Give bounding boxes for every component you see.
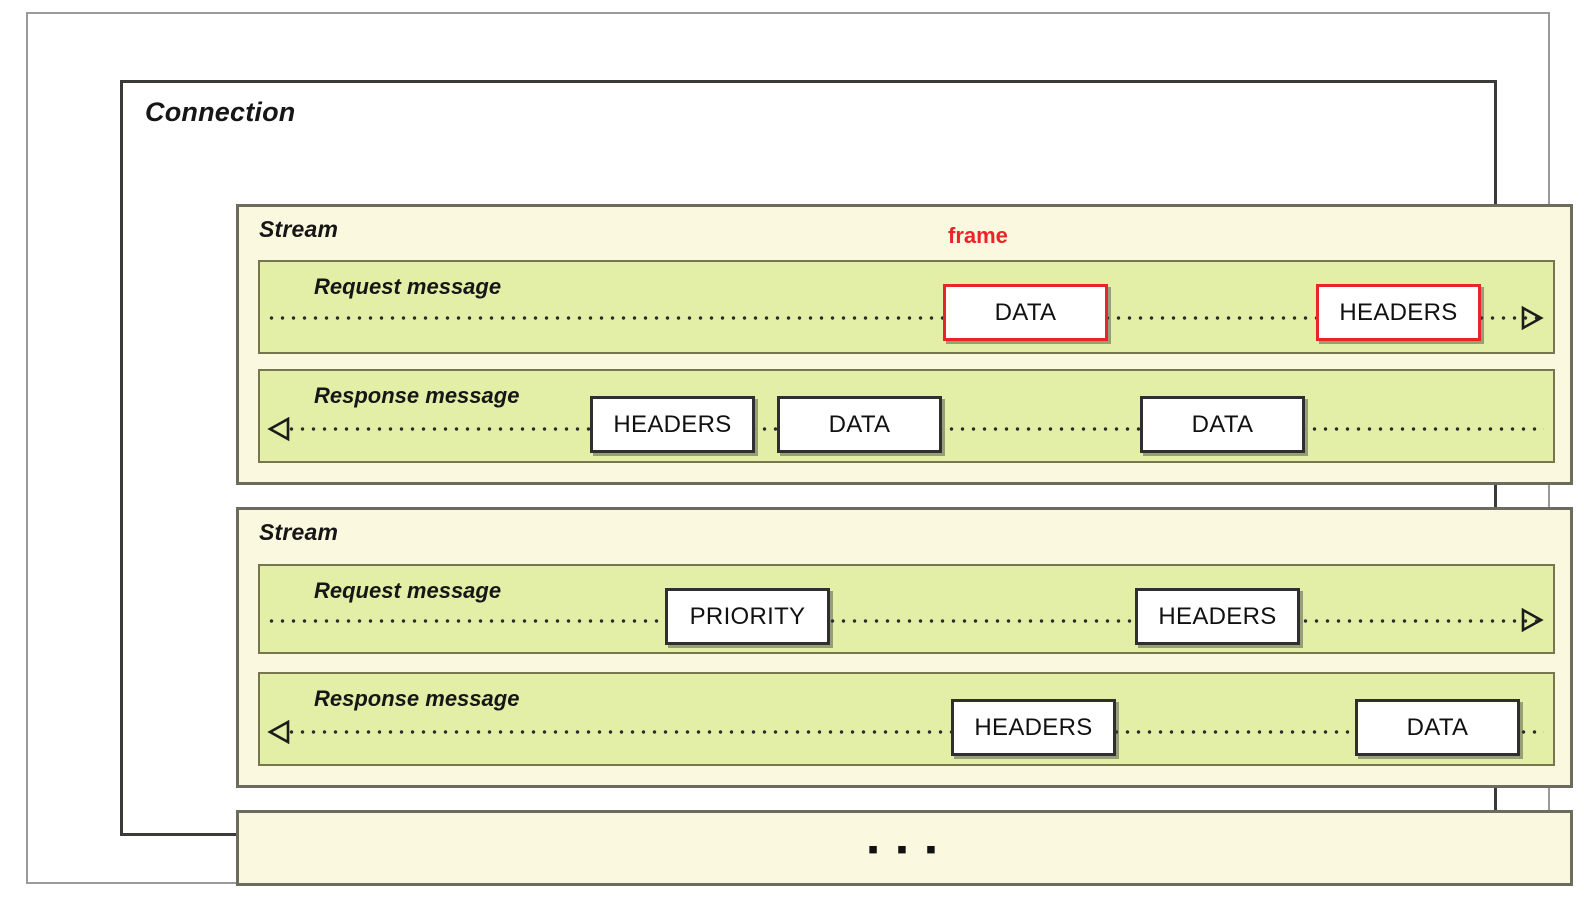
arrow-right-icon-2 xyxy=(1521,607,1544,633)
connection-title: Connection xyxy=(145,97,296,127)
response-message-label-2: Response message xyxy=(314,686,520,711)
stream-title-1: Stream xyxy=(259,216,339,242)
arrow-right-icon-1 xyxy=(1521,305,1544,331)
ellipsis-indicator: ▪ ▪ ▪ xyxy=(867,833,942,866)
frame-box-headers-1[interactable]: HEADERS xyxy=(1316,284,1481,341)
request-message-label-1: Request message xyxy=(314,274,502,299)
response-message-row-1: Response message HEADERS DATA DATA xyxy=(258,369,1555,463)
frame-box-headers-3[interactable]: HEADERS xyxy=(1135,588,1300,645)
frame-box-data-3[interactable]: DATA xyxy=(1140,396,1305,453)
stream-container-1: Stream Request message frame DATA HEADER… xyxy=(236,204,1573,485)
frame-box-headers-2[interactable]: HEADERS xyxy=(590,396,755,453)
frame-box-data-4[interactable]: DATA xyxy=(1355,699,1520,756)
stream-container-2: Stream Request message PRIORITY HEADERS … xyxy=(236,507,1573,788)
frame-box-data-1[interactable]: DATA xyxy=(943,284,1108,341)
stream-container-more: ▪ ▪ ▪ xyxy=(236,810,1573,886)
response-message-label-1: Response message xyxy=(314,383,520,408)
message-flow-line-3 xyxy=(266,619,1538,623)
arrow-left-icon-1 xyxy=(267,416,290,442)
response-message-row-2: Response message HEADERS DATA xyxy=(258,672,1555,766)
frame-box-priority-1[interactable]: PRIORITY xyxy=(665,588,830,645)
request-message-label-2: Request message xyxy=(314,578,502,603)
message-flow-line-4 xyxy=(286,730,1544,734)
stream-title-2: Stream xyxy=(259,519,339,545)
frame-box-headers-4[interactable]: HEADERS xyxy=(951,699,1116,756)
arrow-left-icon-2 xyxy=(267,719,290,745)
frame-box-data-2[interactable]: DATA xyxy=(777,396,942,453)
request-message-row-1: Request message frame DATA HEADERS xyxy=(258,223,1555,354)
request-message-row-2: Request message PRIORITY HEADERS xyxy=(258,564,1555,654)
frame-annotation-label: frame xyxy=(948,223,1008,248)
message-flow-line-1 xyxy=(266,316,1541,320)
connection-container: Connection Stream Request message frame … xyxy=(120,80,1573,886)
page-panel: Connection Stream Request message frame … xyxy=(26,12,1573,886)
